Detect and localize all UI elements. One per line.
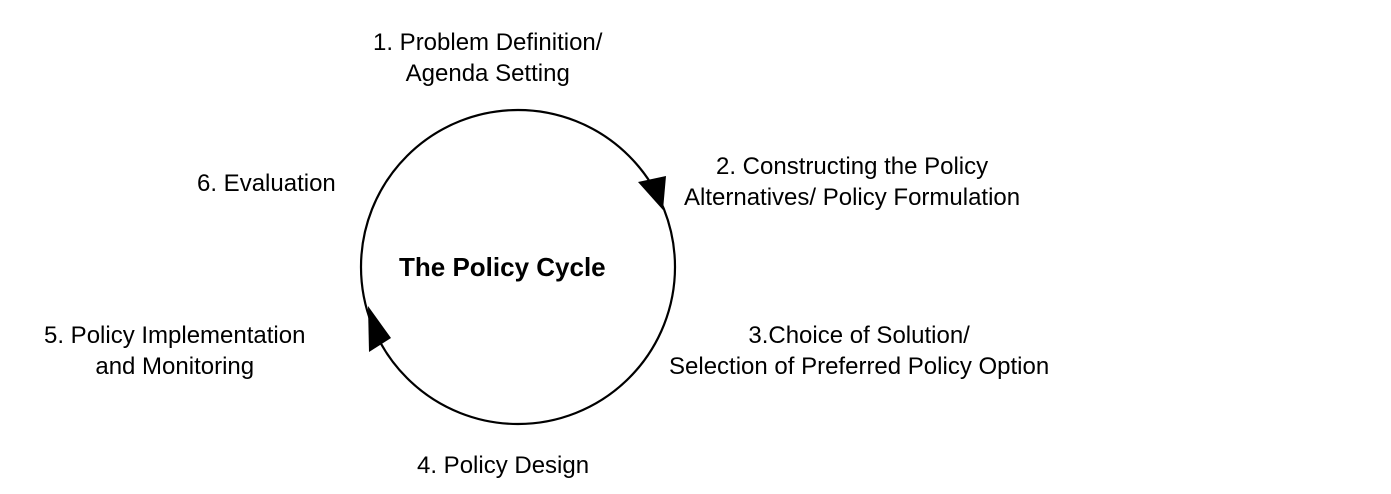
stage-2-line-2: Alternatives/ Policy Formulation bbox=[684, 184, 1021, 211]
stage-4-line-1: 4. Policy Design bbox=[417, 452, 590, 479]
diagram-title: The Policy Cycle bbox=[399, 252, 606, 282]
stage-3-line-1: 3.Choice of Solution/ bbox=[748, 322, 970, 349]
stage-4-label: 4. Policy Design bbox=[417, 450, 589, 481]
stage-5-line-2: and Monitoring bbox=[95, 353, 255, 380]
stage-1-line-2: Agenda Setting bbox=[405, 60, 570, 87]
stage-1-label: 1. Problem Definition/ Agenda Setting bbox=[373, 27, 602, 89]
arrow-head-right bbox=[638, 176, 666, 210]
stage-1-line-1: 1. Problem Definition/ bbox=[373, 29, 603, 56]
cycle-circle bbox=[359, 108, 677, 426]
stage-6-line-1: 6. Evaluation bbox=[197, 170, 336, 197]
stage-2-line-1: 2. Constructing the Policy bbox=[716, 153, 989, 180]
stage-2-label: 2. Constructing the Policy Alternatives/… bbox=[684, 151, 1020, 213]
stage-5-label: 5. Policy Implementation and Monitoring bbox=[44, 320, 305, 382]
stage-3-line-2: Selection of Preferred Policy Option bbox=[669, 353, 1050, 380]
stage-6-label: 6. Evaluation bbox=[197, 168, 336, 199]
stage-3-label: 3.Choice of Solution/ Selection of Prefe… bbox=[669, 320, 1049, 382]
arrow-head-left bbox=[368, 306, 391, 352]
stage-5-line-1: 5. Policy Implementation bbox=[44, 322, 306, 349]
